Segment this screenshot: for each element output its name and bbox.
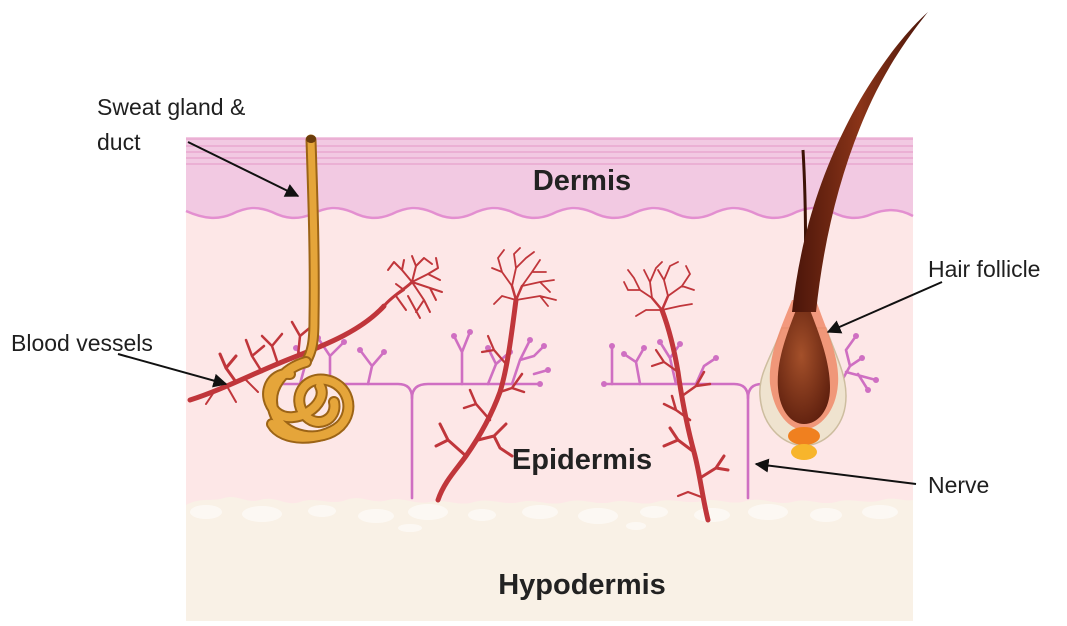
layer-title-top: Dermis	[533, 165, 631, 197]
sweat-gland-label-line1: Sweat gland &	[97, 94, 245, 120]
layer-title-middle: Epidermis	[512, 444, 652, 476]
layer-title-bottom: Hypodermis	[498, 569, 666, 601]
blood-vessels-label: Blood vessels	[11, 330, 153, 356]
bottom-tissue-layer	[186, 497, 913, 621]
sweat-gland-label-line2: duct	[97, 129, 141, 155]
nerve-label: Nerve	[928, 472, 989, 498]
hair-follicle-label: Hair follicle	[928, 256, 1040, 282]
